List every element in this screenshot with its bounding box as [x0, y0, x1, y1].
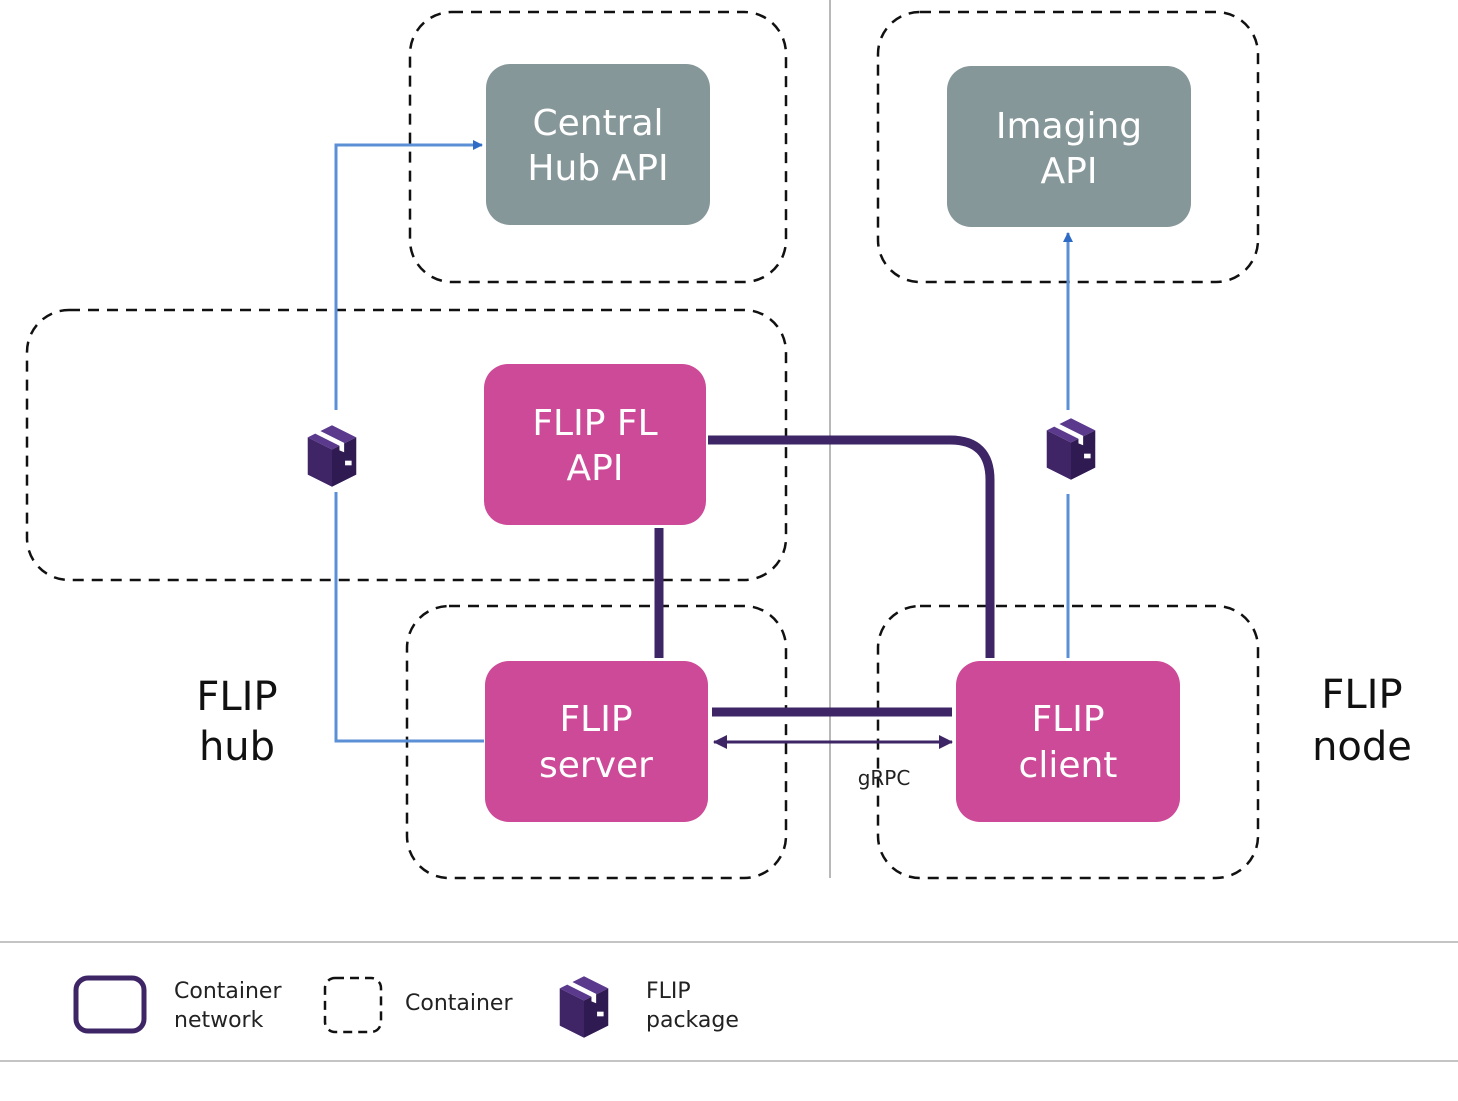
flip-hub-label-line2: hub	[199, 724, 275, 770]
legend-package-label-line1: FLIP	[646, 979, 691, 1004]
container-network-swatch	[73, 975, 147, 1034]
legend-network-label-line2: network	[174, 1008, 264, 1033]
fl-api-to-client-network	[708, 435, 995, 658]
flip-fl-api-container	[25, 308, 788, 582]
grpc-label: gRPC	[858, 766, 911, 790]
legend-container-label: Container	[405, 991, 513, 1016]
legend-package-label-line2: package	[646, 1008, 739, 1033]
legend-package: FLIP package	[559, 976, 739, 1038]
flip-node-label-line1: FLIP	[1321, 672, 1402, 718]
container-swatch	[323, 976, 383, 1034]
imaging-api-label-line2: API	[1041, 151, 1098, 192]
cube-package-icon	[1046, 418, 1096, 480]
flip-hub-label-line1: FLIP	[196, 674, 277, 720]
legend-network-label-line1: Container	[174, 979, 282, 1004]
cube-package-icon	[307, 425, 357, 487]
legend-container-network: Container network	[73, 975, 282, 1034]
flip-server-label-line1: FLIP	[559, 699, 632, 740]
central-hub-api-label-line2: Hub API	[527, 148, 668, 189]
flip-fl-api-label-line1: FLIP FL	[532, 403, 657, 444]
flip-client-node: FLIP client	[956, 661, 1180, 822]
flip-fl-api-node: FLIP FL API	[484, 364, 706, 525]
flip-server-label-line2: server	[539, 745, 653, 786]
central-hub-api-label-line1: Central	[532, 103, 663, 144]
flip-node-label-line2: node	[1312, 724, 1412, 770]
imaging-api-node: Imaging API	[947, 66, 1191, 227]
flip-client-label-line2: client	[1019, 745, 1118, 786]
imaging-api-label-line1: Imaging	[996, 106, 1142, 147]
cube-package-icon	[559, 976, 609, 1038]
flip-client-label-line1: FLIP	[1031, 699, 1104, 740]
flip-fl-api-label-line2: API	[567, 448, 624, 489]
flip-server-node: FLIP server	[485, 661, 708, 822]
legend-container: Container	[323, 976, 513, 1034]
server-to-package-line	[334, 492, 484, 743]
central-hub-api-node: Central Hub API	[486, 64, 710, 225]
package-to-central-hub-arrow	[334, 140, 483, 410]
